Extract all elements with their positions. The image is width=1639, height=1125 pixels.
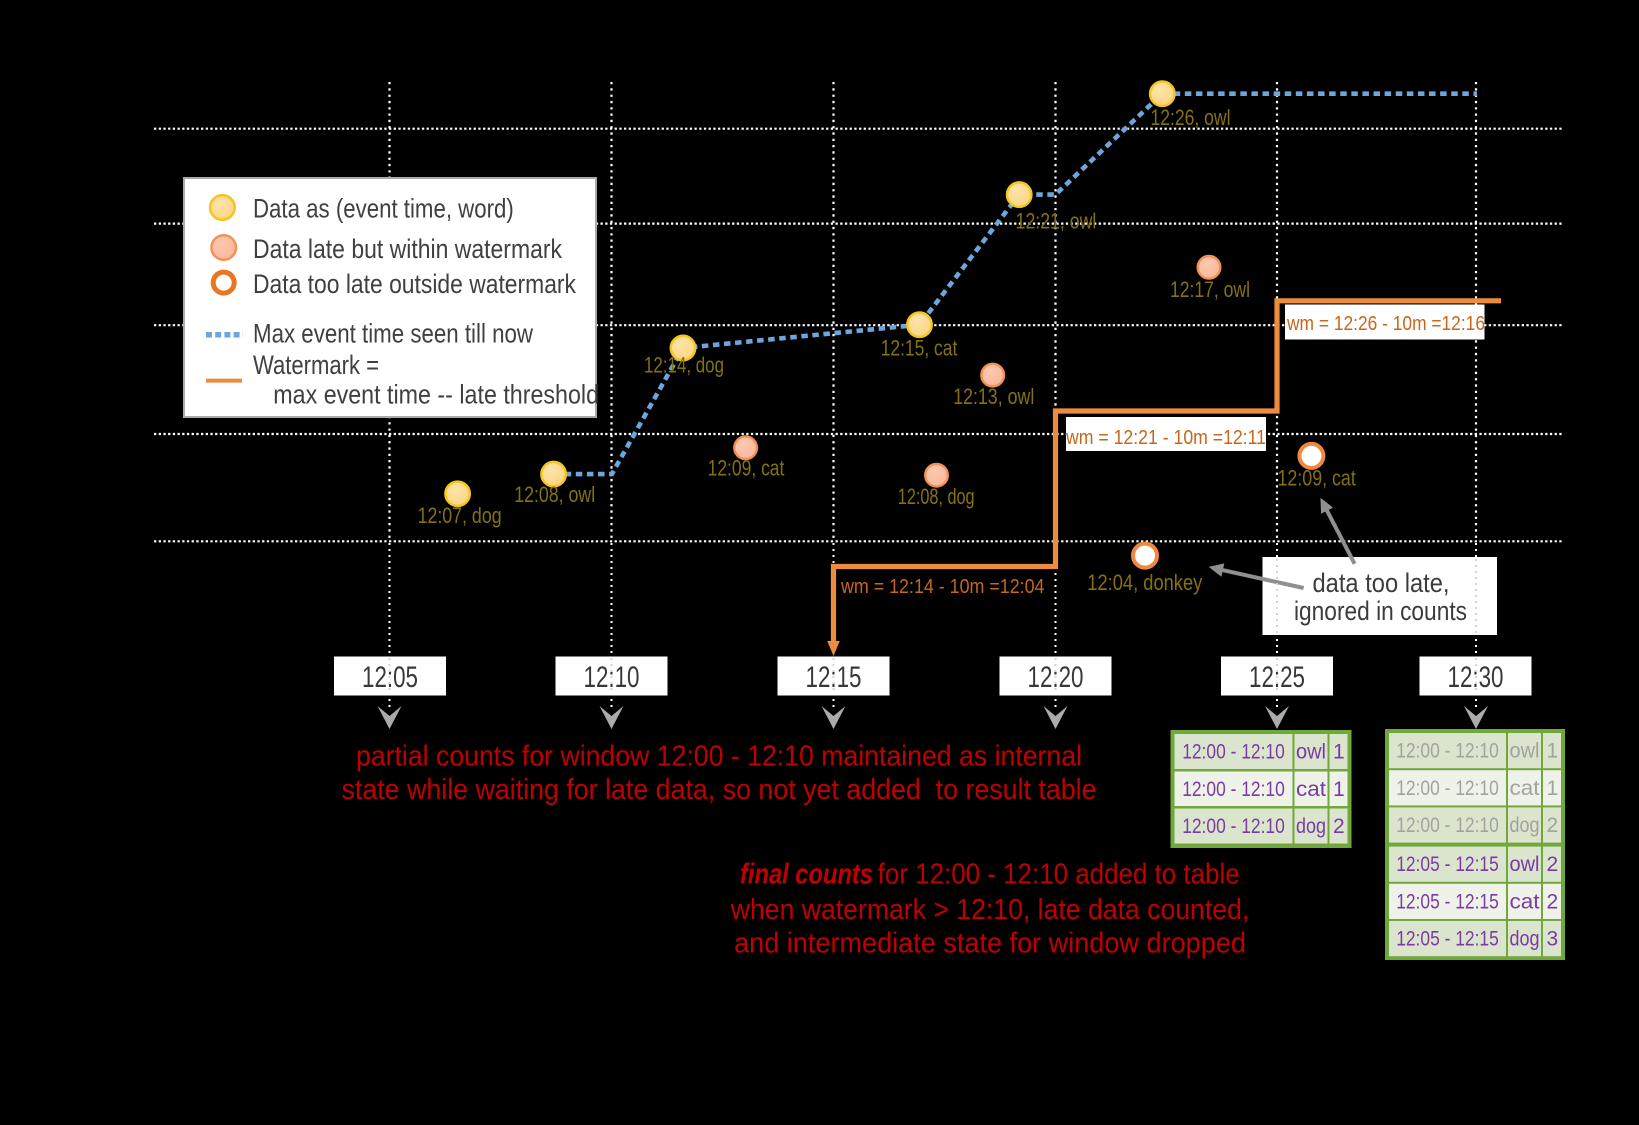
svg-text:dog: dog (1296, 815, 1326, 838)
svg-text:for 12:00 - 12:10 added to tab: for 12:00 - 12:10 added to table (878, 859, 1240, 891)
svg-text:owl: owl (1510, 740, 1540, 763)
svg-text:1: 1 (1547, 740, 1559, 763)
svg-text:1: 1 (1547, 777, 1559, 800)
svg-text:Data as (event time, word): Data as (event time, word) (253, 194, 514, 224)
svg-text:12:05 - 12:15: 12:05 - 12:15 (1396, 890, 1499, 913)
svg-text:cat: cat (1510, 777, 1540, 800)
svg-text:max event time -- late thresho: max event time -- late threshold (273, 380, 599, 410)
svg-text:12:05 - 12:15: 12:05 - 12:15 (1396, 928, 1499, 951)
svg-text:wm = 12:21 - 10m =12:11: wm = 12:21 - 10m =12:11 (1065, 427, 1266, 449)
svg-text:state while waiting for late d: state while waiting for late data, so no… (342, 774, 1097, 806)
svg-text:wm = 12:26 - 10m =12:16: wm = 12:26 - 10m =12:16 (1286, 313, 1485, 335)
svg-text:12:17, owl: 12:17, owl (1170, 277, 1250, 302)
svg-text:12:26, owl: 12:26, owl (1151, 105, 1231, 130)
svg-text:and intermediate state for win: and intermediate state for window droppe… (734, 927, 1246, 959)
svg-text:12:09, cat: 12:09, cat (1278, 465, 1357, 490)
svg-text:3: 3 (1547, 928, 1559, 951)
svg-text:owl: owl (1296, 741, 1326, 764)
svg-text:12:00 - 12:10: 12:00 - 12:10 (1396, 777, 1499, 800)
svg-text:2: 2 (1333, 815, 1345, 838)
svg-text:1: 1 (1333, 741, 1345, 764)
svg-text:12:09, cat: 12:09, cat (708, 455, 785, 480)
svg-text:1: 1 (1333, 778, 1345, 801)
svg-text:12:00 - 12:10: 12:00 - 12:10 (1182, 778, 1285, 801)
svg-text:cat: cat (1296, 778, 1326, 801)
svg-text:2: 2 (1547, 853, 1559, 876)
svg-text:Data late but within watermark: Data late but within watermark (253, 234, 563, 264)
svg-text:12:14, dog: 12:14, dog (644, 353, 724, 378)
svg-text:12:00 - 12:10: 12:00 - 12:10 (1396, 740, 1499, 763)
svg-text:wm = 12:14 - 10m =12:04: wm = 12:14 - 10m =12:04 (840, 576, 1044, 598)
svg-text:12:00 - 12:10: 12:00 - 12:10 (1182, 741, 1285, 764)
svg-text:2: 2 (1547, 890, 1559, 913)
svg-text:data too late,: data too late, (1313, 568, 1450, 598)
svg-text:Data too late outside watermar: Data too late outside watermark (253, 269, 577, 299)
svg-text:dog: dog (1510, 814, 1540, 837)
svg-text:dog: dog (1510, 928, 1540, 951)
svg-text:ignored in counts: ignored in counts (1294, 596, 1467, 626)
svg-text:12:00 - 12:10: 12:00 - 12:10 (1182, 815, 1285, 838)
svg-text:cat: cat (1510, 890, 1540, 913)
svg-text:Max event time seen till now: Max event time seen till now (253, 318, 534, 348)
svg-text:12:21, owl: 12:21, owl (1016, 209, 1097, 234)
svg-text:12:00 - 12:10: 12:00 - 12:10 (1396, 814, 1499, 837)
svg-text:Watermark =: Watermark = (253, 350, 379, 380)
svg-text:12:07, dog: 12:07, dog (418, 503, 502, 528)
svg-text:12:04, donkey: 12:04, donkey (1087, 570, 1203, 595)
svg-text:12:13, owl: 12:13, owl (953, 384, 1034, 409)
svg-text:12:15, cat: 12:15, cat (881, 335, 958, 360)
svg-text:12:05 - 12:15: 12:05 - 12:15 (1396, 853, 1499, 876)
svg-text:12:08, dog: 12:08, dog (898, 484, 975, 509)
svg-text:when watermark > 12:10, late d: when watermark > 12:10, late data counte… (730, 894, 1249, 926)
svg-text:final counts: final counts (740, 859, 873, 891)
svg-text:owl: owl (1510, 853, 1540, 876)
svg-text:partial counts for window 12:0: partial counts for window 12:00 - 12:10 … (356, 741, 1082, 773)
svg-text:12:08, owl: 12:08, owl (514, 482, 595, 507)
svg-text:2: 2 (1547, 814, 1559, 837)
